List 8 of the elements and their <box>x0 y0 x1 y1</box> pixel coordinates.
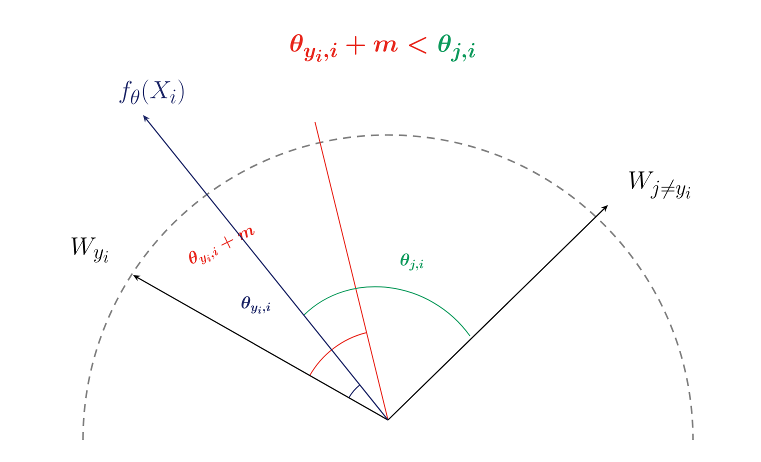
angle-label: $\theta_{j,i}$ <box>398 252 426 272</box>
vector-arrow <box>388 205 608 420</box>
vector-label: $W_{j\neq y_i}$ <box>629 172 690 199</box>
vector-label: $W_{y_i}$ <box>72 238 108 263</box>
vector-label: $f_\theta(X_i)$ <box>119 80 184 104</box>
angle-label: $\theta_{y_i,i}+m<$ <box>288 33 430 63</box>
angle-label: $\theta_{y_i,i}$ <box>240 295 272 315</box>
angle-label: $\theta_{j,i}$ <box>436 34 478 62</box>
